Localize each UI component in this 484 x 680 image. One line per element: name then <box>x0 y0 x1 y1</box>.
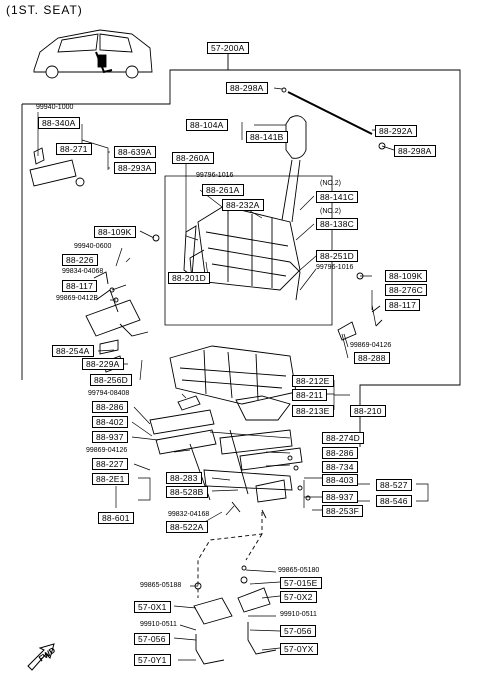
callout-88-254A[interactable]: 88-254A <box>52 345 94 357</box>
callout-88-528B[interactable]: 88-528B <box>166 486 208 498</box>
callout-88-546[interactable]: 88-546 <box>376 495 412 507</box>
callout-88-117-left[interactable]: 88-117 <box>62 280 98 292</box>
callout-57-0X1[interactable]: 57-0X1 <box>134 601 171 613</box>
callout-88-141C[interactable]: 88-141C <box>316 191 359 203</box>
callout-88-292A[interactable]: 88-292A <box>375 125 417 137</box>
release-handle-drawing <box>193 565 277 665</box>
callout-88-201D[interactable]: 88-201D <box>168 272 211 284</box>
callout-88-213E[interactable]: 88-213E <box>292 405 334 417</box>
vehicle-icon <box>33 29 153 79</box>
callout-88-104A[interactable]: 88-104A <box>186 119 228 131</box>
part-99940-0600: 99940-0600 <box>74 243 112 250</box>
callout-88-403[interactable]: 88-403 <box>322 474 358 486</box>
seatback-outline <box>164 175 333 326</box>
headrest-drawing <box>281 115 307 223</box>
part-99869-0412B: 99869-0412B <box>56 295 99 302</box>
diagram-title: (1ST. SEAT) <box>6 3 83 17</box>
callout-88-229A[interactable]: 88-229A <box>82 358 124 370</box>
part-99834-04068: 99834-04068 <box>62 268 104 275</box>
callout-88-274D[interactable]: 88-274D <box>322 432 365 444</box>
part-99865-05180: 99865-05180 <box>278 567 320 574</box>
part-99869-04126-right: 99869-04126 <box>350 342 392 349</box>
callout-88-2E1[interactable]: 88-2E1 <box>92 473 129 485</box>
part-99865-05188: 99865-05188 <box>140 582 182 589</box>
callout-88-232A[interactable]: 88-232A <box>222 199 264 211</box>
callout-88-261A[interactable]: 88-261A <box>202 184 244 196</box>
callout-88-402[interactable]: 88-402 <box>92 416 128 428</box>
callout-88-283[interactable]: 88-283 <box>166 472 202 484</box>
callout-88-141B[interactable]: 88-141B <box>246 131 288 143</box>
callout-88-271[interactable]: 88-271 <box>56 143 92 155</box>
armrest-drawing <box>29 147 85 187</box>
callout-88-288[interactable]: 88-288 <box>354 352 390 364</box>
callout-88-286-right[interactable]: 88-286 <box>322 447 358 459</box>
callout-57-0X2[interactable]: 57-0X2 <box>280 591 317 603</box>
callout-57-056-left[interactable]: 57-056 <box>134 633 170 645</box>
seat-track-drawing <box>149 395 311 519</box>
leader-lines <box>37 87 429 661</box>
callout-88-226[interactable]: 88-226 <box>62 254 98 266</box>
callout-57-0Y1[interactable]: 57-0Y1 <box>134 654 171 666</box>
callout-88-286-left[interactable]: 88-286 <box>92 401 128 413</box>
callout-88-251D[interactable]: 88-251D <box>316 250 359 262</box>
seatback-drawing <box>183 205 301 301</box>
callout-88-937-left[interactable]: 88-937 <box>92 431 128 443</box>
callout-88-522A[interactable]: 88-522A <box>166 521 208 533</box>
callout-88-937-right[interactable]: 88-937 <box>322 491 358 503</box>
callout-88-276C[interactable]: 88-276C <box>385 284 428 296</box>
callout-88-527[interactable]: 88-527 <box>376 479 412 491</box>
seat-cushion-drawing <box>169 345 297 421</box>
part-99910-0511-left: 99910-0511 <box>140 621 177 628</box>
callout-88-340A[interactable]: 88-340A <box>38 117 80 129</box>
part-99796-1016-right: 99796-1016 <box>316 264 354 271</box>
part-99910-0511-right: 99910-0511 <box>280 611 317 618</box>
callout-88-138C[interactable]: 88-138C <box>316 218 359 230</box>
callout-88-260A[interactable]: 88-260A <box>172 152 214 164</box>
note-no2-b: (NO.2) <box>320 208 341 215</box>
part-99869-04126-left: 99869-04126 <box>86 447 128 454</box>
callout-88-253F[interactable]: 88-253F <box>322 505 364 517</box>
callout-88-210[interactable]: 88-210 <box>350 405 386 417</box>
callout-88-211[interactable]: 88-211 <box>292 389 328 401</box>
callout-88-298A-top[interactable]: 88-298A <box>226 82 268 94</box>
part-99794-08408: 99794-08408 <box>88 390 130 397</box>
callout-88-601[interactable]: 88-601 <box>98 512 134 524</box>
callout-57-056-right[interactable]: 57-056 <box>280 625 316 637</box>
callout-88-109K-left[interactable]: 88-109K <box>94 226 136 238</box>
note-no2-a: (NO.2) <box>320 180 341 187</box>
assembly-outline <box>21 69 461 447</box>
callout-88-256D[interactable]: 88-256D <box>90 374 133 386</box>
callout-88-734[interactable]: 88-734 <box>322 461 358 473</box>
part-99796-1016-top: 99796-1016 <box>196 172 234 179</box>
part-99940-1000: 99940-1000 <box>36 104 74 111</box>
part-99832-04168: 99832-04168 <box>168 511 210 518</box>
callout-88-117-right[interactable]: 88-117 <box>385 299 421 311</box>
callout-57-015E[interactable]: 57-015E <box>280 577 322 589</box>
callout-88-298A-right[interactable]: 88-298A <box>394 145 436 157</box>
callout-57-200A[interactable]: 57-200A <box>207 42 249 54</box>
fwd-arrow <box>27 643 55 671</box>
callout-88-639A[interactable]: 88-639A <box>114 146 156 158</box>
callout-88-212E[interactable]: 88-212E <box>292 375 334 387</box>
callout-57-0YX[interactable]: 57-0YX <box>280 643 318 655</box>
callout-88-109K-right[interactable]: 88-109K <box>385 270 427 282</box>
callout-88-227[interactable]: 88-227 <box>92 458 128 470</box>
callout-88-293A[interactable]: 88-293A <box>114 162 156 174</box>
